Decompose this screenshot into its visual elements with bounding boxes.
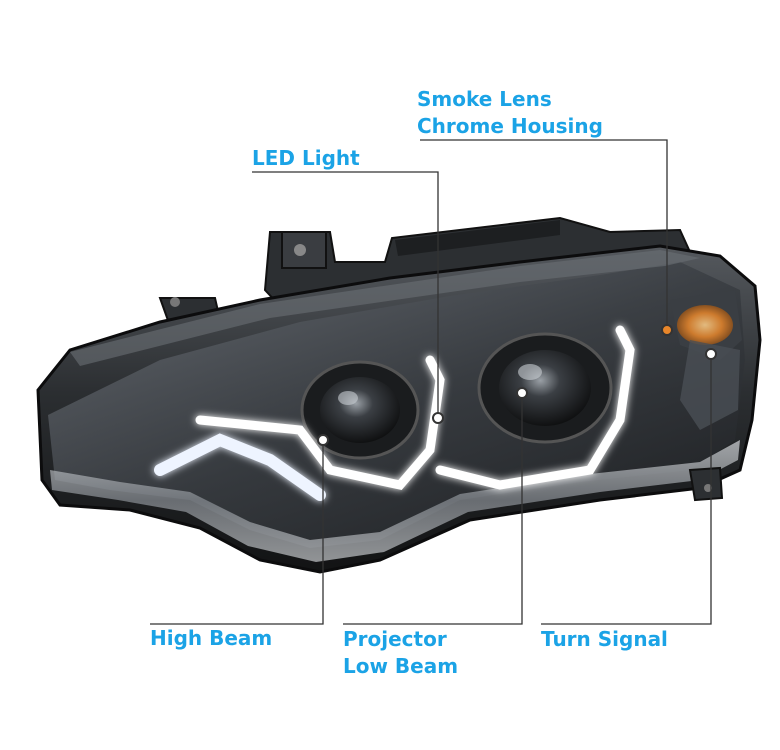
dot-projector bbox=[516, 387, 528, 399]
callout-projector-line1: Projector bbox=[343, 627, 447, 651]
mount-tab bbox=[688, 466, 724, 502]
right-projector bbox=[477, 332, 613, 444]
callout-turn-signal-label: Turn Signal bbox=[541, 627, 668, 651]
dot-high-beam bbox=[317, 434, 329, 446]
callout-projector-line2: Low Beam bbox=[343, 654, 459, 678]
leader-line-smoke-lens bbox=[420, 139, 668, 328]
callout-smoke-lens: Smoke Lens Chrome Housing bbox=[417, 86, 603, 140]
leader-line-led-light bbox=[252, 171, 439, 416]
callout-smoke-lens-line1: Smoke Lens bbox=[417, 87, 552, 111]
led-drl-rings bbox=[154, 325, 635, 501]
callout-high-beam: High Beam bbox=[150, 625, 272, 652]
dot-turn-signal bbox=[705, 348, 717, 360]
callout-dots bbox=[317, 324, 717, 446]
callout-projector-low-beam: Projector Low Beam bbox=[343, 626, 458, 680]
leader-line-projector bbox=[343, 393, 523, 625]
leader-lines bbox=[150, 139, 712, 625]
callout-led-light-label: LED Light bbox=[252, 146, 360, 170]
turn-signal-reflector bbox=[670, 290, 742, 430]
leader-line-high-beam bbox=[150, 440, 324, 625]
leader-line-turn-signal bbox=[541, 354, 712, 625]
callout-turn-signal: Turn Signal bbox=[541, 626, 668, 653]
left-projector bbox=[300, 360, 420, 460]
callout-smoke-lens-line2: Chrome Housing bbox=[417, 114, 603, 138]
dot-led-light bbox=[432, 412, 444, 424]
callout-high-beam-label: High Beam bbox=[150, 626, 273, 650]
dot-smoke-lens bbox=[661, 324, 673, 336]
callout-led-light: LED Light bbox=[252, 145, 360, 172]
